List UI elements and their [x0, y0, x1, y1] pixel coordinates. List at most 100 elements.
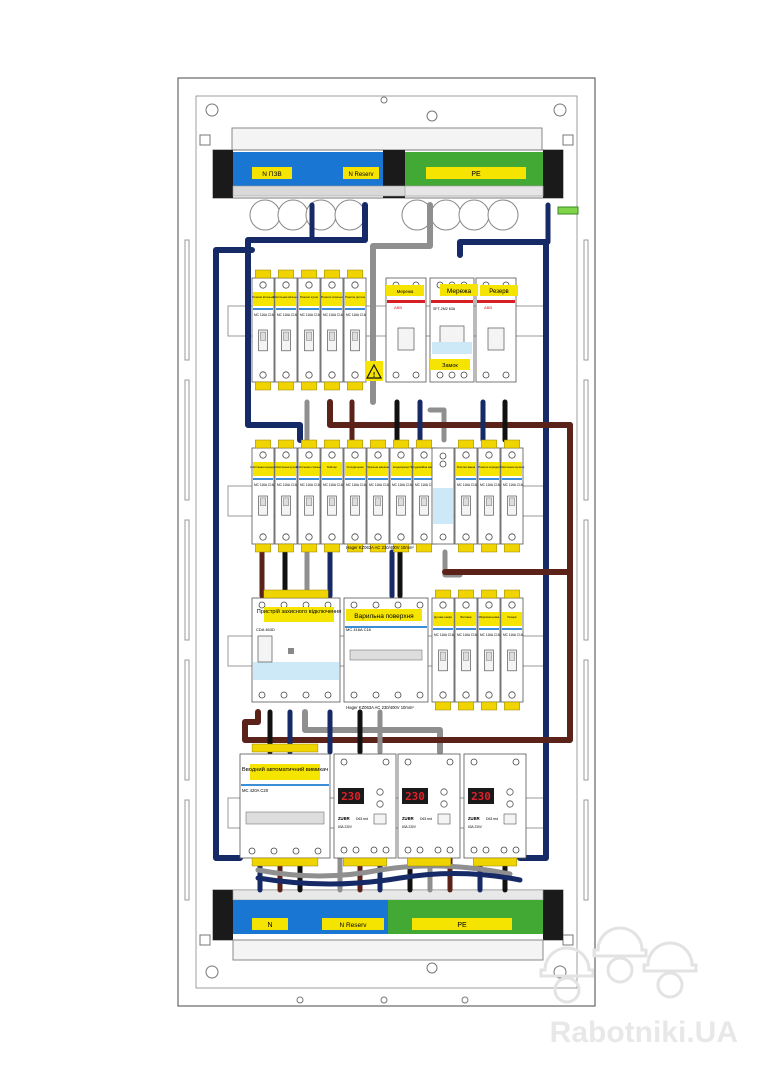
row2-breaker-5-label: Холодильник: [346, 465, 364, 469]
row1-breaker-4[interactable]: Розетки спальня MC 116A C16: [320, 269, 344, 391]
row1-breaker-1-label: Розетки вітальня: [252, 295, 274, 299]
top-bus-label-n-reserv: N Reserv: [348, 172, 373, 178]
interlock-label: Замок: [442, 363, 458, 369]
row3-breaker-1-label: Духова шафа: [434, 615, 452, 619]
bottom-bus-label-pe: PE: [457, 922, 467, 929]
row2-breaker-3-label: Освітлення спальня: [296, 465, 323, 469]
row2-breaker-11-label: Освітлення вулиця: [500, 465, 525, 469]
row2-breaker-7-spec: MC 116A C16: [392, 483, 412, 487]
relay-display-1: 230: [341, 790, 361, 803]
row2-breaker-5[interactable]: Холодильник MC 116A C16: [343, 439, 367, 553]
switch-model-text: SFT-2M2 63A: [433, 307, 456, 311]
row2-rail-text: Hager KZ063A AC 230/400V 10mm²: [346, 545, 414, 550]
row3-breaker-3[interactable]: Мікрохвильовка MC 116A C16: [477, 589, 501, 711]
row2-breaker-4-spec: MC 116A C16: [323, 483, 343, 487]
level-indicator: [557, 206, 579, 215]
rcd-device[interactable]: [251, 589, 341, 703]
rcd-model: CDA 463D: [256, 627, 275, 632]
row1-breaker-2-label: Освітлення вітальня: [273, 295, 300, 299]
relay-spec-3: 63A 230V: [468, 825, 483, 829]
row3-breaker-3-spec: MC 116A C16: [480, 633, 500, 637]
abb-network-label: Мережа: [397, 289, 414, 294]
relay-brand-1: ZUBR: [338, 816, 350, 821]
main-breaker-spec: MC 420A C20: [242, 788, 269, 793]
relay-brand-2: ZUBR: [402, 816, 414, 821]
row2-breaker-3[interactable]: Освітлення спальня MC 116A C16: [296, 439, 323, 553]
watermark-text: Rabotniki.UA: [550, 1016, 738, 1049]
relay-model-3: D63 red: [486, 817, 498, 821]
row1-breaker-4-spec: MC 116A C16: [323, 313, 343, 317]
row2-breaker-9-label: Розетки ванна: [457, 465, 476, 469]
top-bus-label-n-pzv: N ПЗВ: [262, 171, 281, 178]
row1-breaker-3-spec: MC 116A C16: [300, 313, 320, 317]
bottom-terminal-carrier: N N Reserv PE: [212, 889, 564, 961]
row2-breaker-11-spec: MC 116A C16: [503, 483, 523, 487]
relay-display-2: 230: [405, 790, 425, 803]
row2-breaker-1-label: Освітлення коридор: [250, 465, 277, 469]
row2-breaker-2-spec: MC 116A C16: [277, 483, 297, 487]
relay-model-2: D63 red: [420, 817, 432, 821]
watermark-logo-icon: [539, 926, 698, 1004]
abb-logo-1: ABB: [394, 305, 402, 310]
row3-breaker-1-spec: MC 116A C16: [434, 633, 454, 637]
row1-breaker-3-label: Розетки кухня: [300, 295, 318, 299]
row2-breaker-4-label: Бойлер: [327, 465, 337, 469]
row2-breaker-2-label: Освітлення кухня: [275, 465, 298, 469]
row2-breaker-10-label: Розетки коридор: [478, 465, 500, 469]
relay-display-3: 230: [471, 790, 491, 803]
row2-breaker-9[interactable]: Розетки ванна MC 116A C16: [454, 439, 478, 553]
row3-breaker-4-label: Резерв: [507, 615, 517, 619]
row3-breaker-2-spec: MC 116A C16: [457, 633, 477, 637]
row1-breaker-3[interactable]: Розетки кухня MC 116A C16: [297, 269, 321, 391]
svg-text:!: !: [373, 372, 375, 379]
row1-breaker-5[interactable]: Розетки дитяча MC 116A C16: [343, 269, 367, 391]
row2-breaker-7-label: Кондиціонер: [393, 465, 410, 469]
row3-breaker-4[interactable]: Резерв MC 116A C16: [500, 589, 524, 711]
relay-model-1: D63 red: [356, 817, 368, 821]
relay-brand-3: ZUBR: [468, 816, 480, 821]
warning-icon: !: [365, 361, 383, 381]
row2-breaker-7[interactable]: Кондиціонер MC 116A C16: [389, 439, 413, 553]
row2-breaker-4[interactable]: Бойлер MC 116A C16: [320, 439, 344, 553]
top-terminal-carrier: N ПЗВ N Reserv PE: [212, 127, 564, 231]
row2-breaker-10-spec: MC 116A C16: [480, 483, 500, 487]
row1-breaker-1-spec: MC 116A C16: [254, 313, 274, 317]
row3-breaker-1[interactable]: Духова шафа MC 116A C16: [431, 589, 455, 711]
row2-breaker-5-spec: MC 116A C16: [346, 483, 366, 487]
main-breaker[interactable]: [239, 743, 331, 867]
relay-spec-1: 63A 230V: [338, 825, 353, 829]
main-breaker-label: Вводний автоматичний вимикач: [242, 766, 328, 773]
bottom-bus-label-n-reserv: N Reserv: [339, 922, 367, 929]
row3-breaker-3-label: Мікрохвильовка: [479, 615, 500, 619]
cooker-label: Варильна поверхня: [354, 613, 414, 620]
row3-breaker-4-spec: MC 116A C16: [503, 633, 523, 637]
voltage-relay-module[interactable]: [431, 447, 455, 545]
row1-breaker-5-spec: MC 116A C16: [346, 313, 366, 317]
row2-breaker-8-label: Посудомийна машина: [410, 465, 439, 469]
bottom-bus-label-n: N: [267, 922, 272, 929]
row1-breaker-1[interactable]: Розетки вітальня MC 116A C16: [251, 269, 274, 391]
row2-breaker-11[interactable]: Освітлення вулиця MC 116A C16: [500, 439, 525, 553]
top-bus-label-pe: PE: [471, 171, 481, 178]
row2-breaker-10[interactable]: Розетки коридор MC 116A C16: [477, 439, 501, 553]
row1-breaker-4-label: Розетки спальня: [321, 295, 343, 299]
row1-breaker-5-label: Розетки дитяча: [345, 295, 365, 299]
cooker-spec: MC 416A C16: [346, 627, 372, 632]
relay-spec-2: 63A 230V: [402, 825, 417, 829]
row2-breaker-9-spec: MC 116A C16: [457, 483, 477, 487]
row2-breaker-6-label: Пральна машина: [367, 465, 390, 469]
row2-breaker-3-spec: MC 116A C16: [300, 483, 320, 487]
rcd-label: Пристрій захисного відключення: [257, 608, 341, 615]
row2-breaker-2[interactable]: Освітлення кухня MC 116A C16: [274, 439, 298, 553]
